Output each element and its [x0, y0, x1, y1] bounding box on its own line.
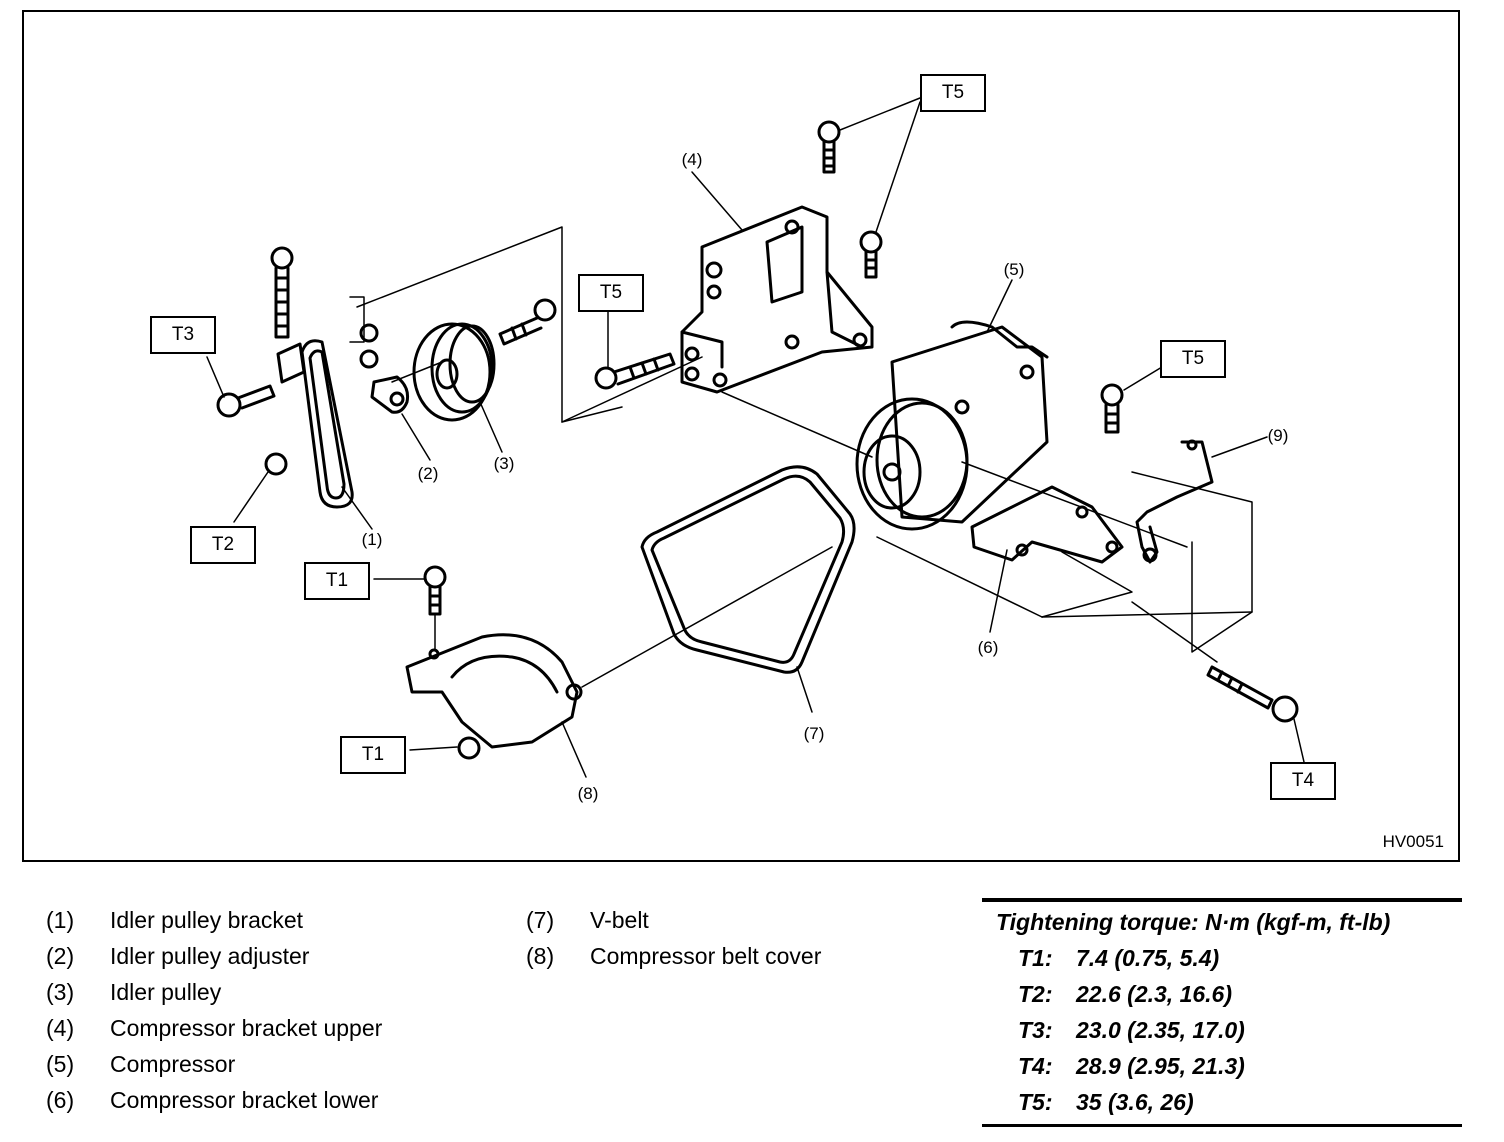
parts-legend-left: (1) Idler pulley bracket (2) Idler pulley … — [46, 902, 382, 1118]
legend-num: (1) — [46, 907, 75, 933]
legend-name: Idler pulley adjuster — [110, 943, 310, 969]
torque-title: Tightening torque: N·m (kgf-m, ft-lb) — [996, 909, 1391, 935]
legend-num: (2) — [46, 943, 75, 969]
torque-key: T3: — [1018, 1017, 1053, 1043]
torque-value: 22.6 (2.3, 16.6) — [1076, 981, 1232, 1007]
legend-item: (6) Compressor bracket lower — [46, 1082, 382, 1118]
bolt-t5-mid — [594, 311, 676, 390]
diagram-drawing — [206, 97, 1305, 778]
bracket-9 — [1135, 439, 1214, 564]
bolt-t5-right — [1100, 366, 1163, 434]
legend-num: (7) — [526, 907, 555, 933]
compressor-bracket-upper — [680, 205, 874, 394]
callout-t5-top: T5 — [920, 74, 986, 112]
callout-t2: T2 — [190, 526, 256, 564]
legend-name: Idler pulley bracket — [110, 907, 304, 933]
torque-value: 35 (3.6, 26) — [1076, 1089, 1194, 1115]
idler-pulley — [412, 298, 557, 422]
part-number-8: (8) — [577, 784, 599, 803]
exploded-diagram: T5 T5 T5 T3 T2 T1 T1 T4 (4) (5) (9) (2) … — [22, 10, 1460, 862]
legend-num: (3) — [46, 979, 75, 1005]
compressor-bracket-lower — [970, 485, 1124, 564]
callout-t3: T3 — [150, 316, 216, 354]
parts-legend-middle: (7) V-belt (8) Compressor belt cover — [526, 902, 821, 974]
torque-row: T5: 35 (3.6, 26) — [982, 1084, 1462, 1120]
part-number-2: (2) — [417, 464, 439, 483]
legend-item: (8) Compressor belt cover — [526, 938, 821, 974]
legend-num: (5) — [46, 1051, 75, 1077]
legend-name: Compressor — [110, 1051, 236, 1077]
compressor-belt-cover — [373, 565, 587, 778]
legend-name: Compressor belt cover — [590, 943, 822, 969]
part-number-9: (9) — [1267, 426, 1289, 445]
idler-pulley-bracket — [206, 246, 379, 523]
callout-t1-lower: T1 — [340, 736, 406, 774]
legend-name: Idler pulley — [110, 979, 222, 1005]
torque-table: Tightening torque: N·m (kgf-m, ft-lb) T1… — [982, 898, 1462, 1127]
torque-value: 23.0 (2.35, 17.0) — [1076, 1017, 1245, 1043]
guide-lines — [356, 226, 1253, 688]
part-number-1: (1) — [361, 530, 383, 549]
legend-name: V-belt — [590, 907, 649, 933]
torque-top-rule — [982, 898, 1462, 902]
torque-bottom-rule — [982, 1124, 1462, 1127]
torque-key: T1: — [1018, 945, 1053, 971]
v-belt — [640, 465, 856, 713]
bolt-t4 — [1206, 665, 1305, 763]
part-number-7: (7) — [803, 724, 825, 743]
legend-item: (4) Compressor bracket upper — [46, 1010, 382, 1046]
legend-item: (1) Idler pulley bracket — [46, 902, 382, 938]
part-number-4: (4) — [681, 150, 703, 169]
torque-row: T2: 22.6 (2.3, 16.6) — [982, 976, 1462, 1012]
legend-num: (6) — [46, 1087, 75, 1113]
legend-num: (8) — [526, 943, 555, 969]
torque-value: 7.4 (0.75, 5.4) — [1076, 945, 1220, 971]
part-number-6: (6) — [977, 638, 999, 657]
legend-name: Compressor bracket upper — [110, 1015, 383, 1041]
legend-item: (3) Idler pulley — [46, 974, 382, 1010]
figure-id: HV0051 — [1382, 832, 1444, 851]
torque-row: T4: 28.9 (2.95, 21.3) — [982, 1048, 1462, 1084]
callout-t5-right: T5 — [1160, 340, 1226, 378]
callout-t1-upper: T1 — [304, 562, 370, 600]
torque-key: T5: — [1018, 1089, 1053, 1115]
legend-item: (5) Compressor — [46, 1046, 382, 1082]
torque-key: T2: — [1018, 981, 1053, 1007]
legend-item: (2) Idler pulley adjuster — [46, 938, 382, 974]
callout-t5-mid: T5 — [578, 274, 644, 312]
legend-name: Compressor bracket lower — [110, 1087, 379, 1113]
torque-value: 28.9 (2.95, 21.3) — [1076, 1053, 1245, 1079]
bolt-t5-upper — [817, 97, 921, 279]
part-number-3: (3) — [493, 454, 515, 473]
legend-num: (4) — [46, 1015, 75, 1041]
callout-t4: T4 — [1270, 762, 1336, 800]
legend-item: (7) V-belt — [526, 902, 821, 938]
idler-pulley-adjuster — [370, 375, 409, 414]
part-number-5: (5) — [1003, 260, 1025, 279]
torque-row: T1: 7.4 (0.75, 5.4) — [982, 940, 1462, 976]
part-leaders — [341, 171, 1268, 633]
torque-row: T3: 23.0 (2.35, 17.0) — [982, 1012, 1462, 1048]
compressor — [855, 320, 1049, 531]
torque-key: T4: — [1018, 1053, 1053, 1079]
